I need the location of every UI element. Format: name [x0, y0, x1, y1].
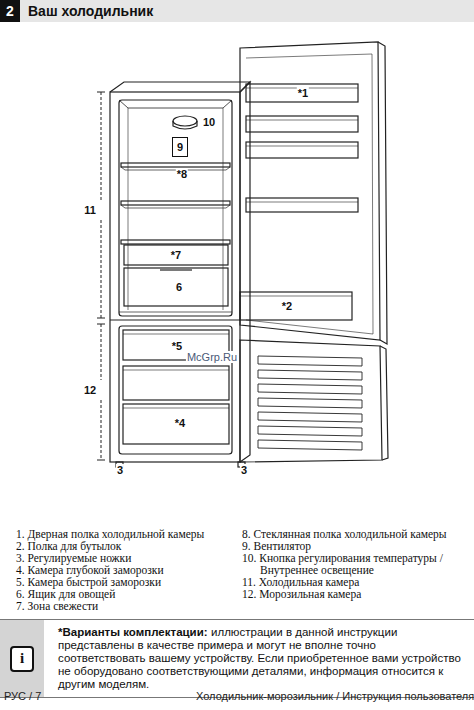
callout-number: *4 — [174, 417, 186, 429]
legend-item: 12. Морозильная камера — [242, 588, 468, 600]
node-text: i — [20, 650, 24, 667]
running-footer: Холодильник-морозильник / Инструкция пол… — [196, 690, 470, 702]
fridge-drawing — [110, 42, 388, 467]
info-icon: i — [10, 646, 34, 672]
callout-number: 12 — [83, 384, 97, 396]
node-text: 2 — [6, 3, 14, 19]
legend-item: 6. Ящик для овощей — [16, 588, 238, 600]
callout-number: 6 — [175, 281, 183, 293]
legend-item: 2. Полка для бутылок — [16, 540, 238, 552]
legend-item: 4. Камера глубокой заморозки — [16, 564, 238, 576]
note-text: *Варианты комплектации:иллюстрации в дан… — [58, 620, 464, 697]
note-panel: *Варианты комплектации:иллюстрации в дан… — [0, 619, 474, 698]
page-number: РУС / 7 — [4, 690, 41, 702]
callout-number: *1 — [297, 87, 309, 99]
callout-number: 3 — [116, 464, 124, 476]
callout-number: 3 — [240, 464, 248, 476]
legend-item: 10. Кнопка регулирования температуры / В… — [242, 552, 468, 576]
callout-number: *7 — [170, 249, 182, 261]
section-number: 2 — [0, 0, 20, 22]
legend-item: 7. Зона свежести — [16, 600, 238, 612]
legend-item: 8. Стеклянная полка холодильной камеры — [242, 528, 468, 540]
legend-item: 5. Камера быстрой заморозки — [16, 576, 238, 588]
node-text: 9 — [177, 141, 183, 153]
header-band — [20, 0, 474, 22]
legend-item: 11. Холодильная камера — [242, 576, 468, 588]
callout-number: *2 — [281, 300, 293, 312]
page-heading: Ваш холодильник — [28, 3, 153, 19]
callout-number: *5 — [171, 340, 183, 352]
watermark: McGrp.Ru — [186, 351, 238, 363]
note-heading: *Варианты комплектации: — [58, 626, 208, 638]
dimension-brackets — [97, 92, 105, 460]
callout-number: 10 — [202, 116, 216, 128]
legend-item: 3. Регулируемые ножки — [16, 552, 238, 564]
legend-item: 9. Вентилятор — [242, 540, 468, 552]
callout-box: 9 — [172, 137, 188, 157]
legend-item: 1. Дверная полка холодильной камеры — [16, 528, 238, 540]
callout-number: 11 — [83, 204, 97, 216]
callout-number: *8 — [176, 168, 188, 180]
